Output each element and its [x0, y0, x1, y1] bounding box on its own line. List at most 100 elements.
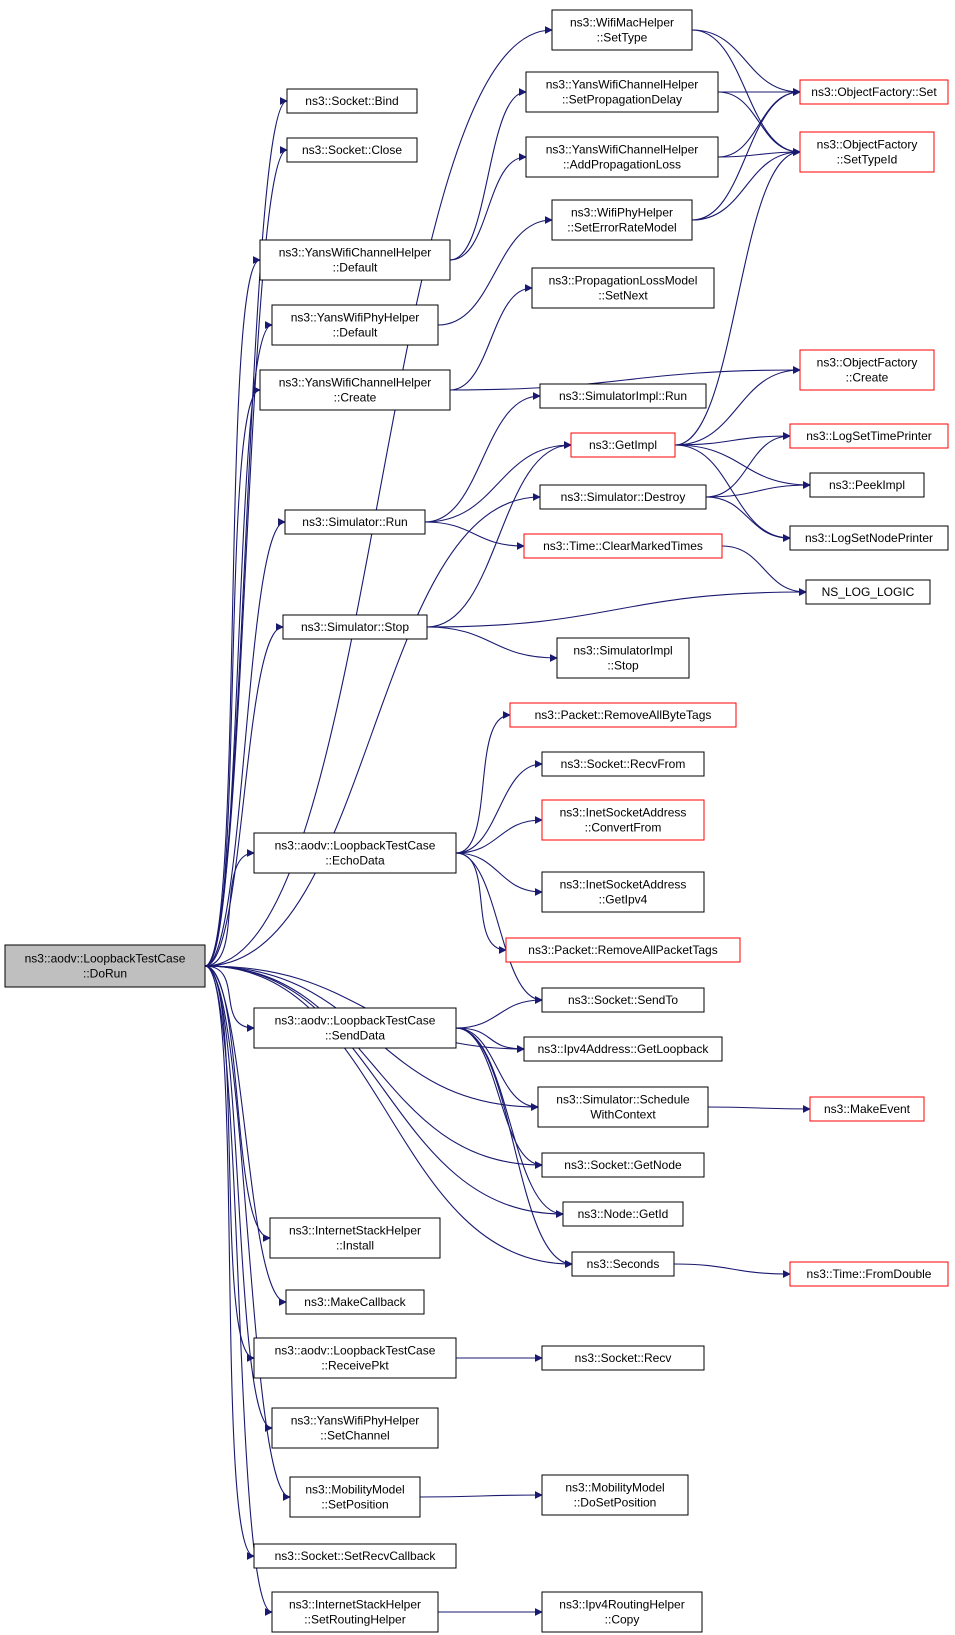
node-ychapl[interactable]: ns3::YansWifiChannelHelper::AddPropagati… — [525, 136, 719, 178]
edge-simdestroy-to-logstp — [705, 432, 791, 498]
node-label: ns3::Simulator::Destroy — [561, 490, 686, 504]
node-label: ::SetPropagationDelay — [562, 93, 682, 107]
edges-layer — [204, 26, 811, 1616]
node-isagi[interactable]: ns3::InetSocketAddress::GetIpv4 — [541, 871, 705, 913]
edge-simrun-to-getimpl — [424, 441, 572, 523]
node-label: ns3::YansWifiPhyHelper — [291, 1414, 420, 1428]
node-label: ns3::MakeEvent — [824, 1102, 911, 1116]
node-getlb[interactable]: ns3::Ipv4Address::GetLoopback — [523, 1036, 723, 1062]
node-mmsp[interactable]: ns3::MobilityModel::SetPosition — [289, 1476, 421, 1518]
node-logsnp[interactable]: ns3::LogSetNodePrinter — [789, 525, 949, 551]
node-simimplstop[interactable]: ns3::SimulatorImpl::Stop — [556, 637, 690, 679]
node-echo[interactable]: ns3::aodv::LoopbackTestCase::EchoData — [253, 832, 457, 874]
edge-ychc-to-ofcreate — [449, 366, 801, 391]
node-label: ::AddPropagationLoss — [563, 158, 681, 172]
node-recv[interactable]: ns3::Socket::Recv — [541, 1345, 705, 1371]
node-simimplrun[interactable]: ns3::SimulatorImpl::Run — [539, 383, 707, 409]
node-box — [4, 944, 206, 988]
node-box — [523, 533, 723, 559]
node-getimpl[interactable]: ns3::GetImpl — [570, 432, 676, 458]
edge-simrun-to-clrmt — [424, 521, 525, 550]
node-ychspd[interactable]: ns3::YansWifiChannelHelper::SetPropagati… — [525, 71, 719, 113]
edge-getimpl-to-logstp — [674, 432, 791, 446]
node-label: ns3::SimulatorImpl — [573, 644, 672, 658]
node-label: ::EchoData — [325, 854, 385, 868]
node-box — [541, 987, 705, 1013]
node-ofsti[interactable]: ns3::ObjectFactory::SetTypeId — [799, 131, 935, 173]
node-prapt[interactable]: ns3::Packet::RemoveAllPacketTags — [505, 937, 741, 963]
node-box — [259, 239, 451, 281]
node-ychd[interactable]: ns3::YansWifiChannelHelper::Default — [259, 239, 451, 281]
node-mkcb[interactable]: ns3::MakeCallback — [285, 1289, 425, 1315]
node-yphsc[interactable]: ns3::YansWifiPhyHelper::SetChannel — [271, 1407, 439, 1449]
node-box — [541, 751, 705, 777]
node-label: ::SetErrorRateModel — [567, 221, 676, 235]
node-label: ns3::InternetStackHelper — [289, 1598, 421, 1612]
node-label: ::SetNext — [598, 289, 648, 303]
node-box — [271, 1407, 439, 1449]
node-logstp[interactable]: ns3::LogSetTimePrinter — [789, 423, 949, 449]
node-sendto[interactable]: ns3::Socket::SendTo — [541, 987, 705, 1013]
node-ishsr[interactable]: ns3::InternetStackHelper::SetRoutingHelp… — [271, 1591, 439, 1633]
node-yphd[interactable]: ns3::YansWifiPhyHelper::Default — [271, 304, 439, 346]
node-root[interactable]: ns3::aodv::LoopbackTestCase::DoRun — [4, 944, 206, 988]
node-label: ns3::Packet::RemoveAllByteTags — [535, 708, 712, 722]
node-recvpkt[interactable]: ns3::aodv::LoopbackTestCase::ReceivePkt — [253, 1337, 457, 1379]
node-close[interactable]: ns3::Socket::Close — [286, 137, 418, 163]
nodes-layer: ns3::aodv::LoopbackTestCase::DoRunns3::S… — [4, 9, 949, 1633]
node-label: ns3::PropagationLossModel — [549, 274, 698, 288]
edge-getimpl-to-logsnp — [674, 444, 791, 542]
node-iprhc[interactable]: ns3::Ipv4RoutingHelper::Copy — [541, 1591, 703, 1633]
node-mkevent[interactable]: ns3::MakeEvent — [809, 1096, 925, 1122]
node-box — [551, 9, 693, 51]
node-label: ns3::ObjectFactory — [817, 356, 918, 370]
edge-root-to-mmsp — [204, 965, 291, 1501]
node-box — [282, 614, 428, 640]
node-prabt[interactable]: ns3::Packet::RemoveAllByteTags — [509, 702, 737, 728]
node-recvfrom[interactable]: ns3::Socket::RecvFrom — [541, 751, 705, 777]
node-wpherm[interactable]: ns3::WifiPhyHelper::SetErrorRateModel — [551, 199, 693, 241]
node-peekimpl[interactable]: ns3::PeekImpl — [809, 472, 925, 498]
node-box — [799, 349, 935, 391]
edge-simstop-to-getimpl — [426, 441, 572, 628]
node-wmst[interactable]: ns3::WifiMacHelper::SetType — [551, 9, 693, 51]
node-plmsn[interactable]: ns3::PropagationLossModel::SetNext — [531, 267, 715, 309]
edge-root-to-getnode — [204, 965, 543, 1169]
node-seconds[interactable]: ns3::Seconds — [571, 1251, 675, 1277]
node-box — [789, 423, 949, 449]
node-ofcreate[interactable]: ns3::ObjectFactory::Create — [799, 349, 935, 391]
node-box — [799, 79, 949, 105]
node-box — [570, 432, 676, 458]
node-label: ns3::Socket::Bind — [305, 94, 398, 108]
node-bind[interactable]: ns3::Socket::Bind — [286, 88, 418, 114]
node-box — [541, 1474, 689, 1516]
node-clrmt[interactable]: ns3::Time::ClearMarkedTimes — [523, 533, 723, 559]
node-simstop[interactable]: ns3::Simulator::Stop — [282, 614, 428, 640]
node-label: ns3::Socket::RecvFrom — [561, 757, 686, 771]
node-label: ns3::aodv::LoopbackTestCase — [25, 952, 186, 966]
node-label: ns3::MobilityModel — [565, 1481, 664, 1495]
node-nodegetid[interactable]: ns3::Node::GetId — [562, 1201, 684, 1227]
node-ofset[interactable]: ns3::ObjectFactory::Set — [799, 79, 949, 105]
node-ychc[interactable]: ns3::YansWifiChannelHelper::Create — [259, 369, 451, 411]
node-simdestroy[interactable]: ns3::Simulator::Destroy — [539, 484, 707, 510]
node-mmdsp[interactable]: ns3::MobilityModel::DoSetPosition — [541, 1474, 689, 1516]
node-box — [271, 1591, 439, 1633]
node-nslog[interactable]: NS_LOG_LOGIC — [805, 579, 931, 605]
node-tfd[interactable]: ns3::Time::FromDouble — [789, 1261, 949, 1287]
node-label: ::Create — [846, 371, 889, 385]
node-ishi[interactable]: ns3::InternetStackHelper::Install — [269, 1217, 441, 1259]
node-label: ns3::Ipv4RoutingHelper — [559, 1598, 684, 1612]
node-simrun[interactable]: ns3::Simulator::Run — [284, 509, 426, 535]
node-send[interactable]: ns3::aodv::LoopbackTestCase::SendData — [253, 1007, 457, 1049]
node-srcb[interactable]: ns3::Socket::SetRecvCallback — [253, 1543, 457, 1569]
node-box — [541, 1345, 705, 1371]
node-box — [541, 1152, 705, 1178]
node-getnode[interactable]: ns3::Socket::GetNode — [541, 1152, 705, 1178]
node-label: ns3::Socket::GetNode — [564, 1158, 682, 1172]
node-label: ::Stop — [607, 659, 639, 673]
edge-getimpl-to-peekimpl — [674, 444, 811, 489]
node-isacf[interactable]: ns3::InetSocketAddress::ConvertFrom — [541, 799, 705, 841]
